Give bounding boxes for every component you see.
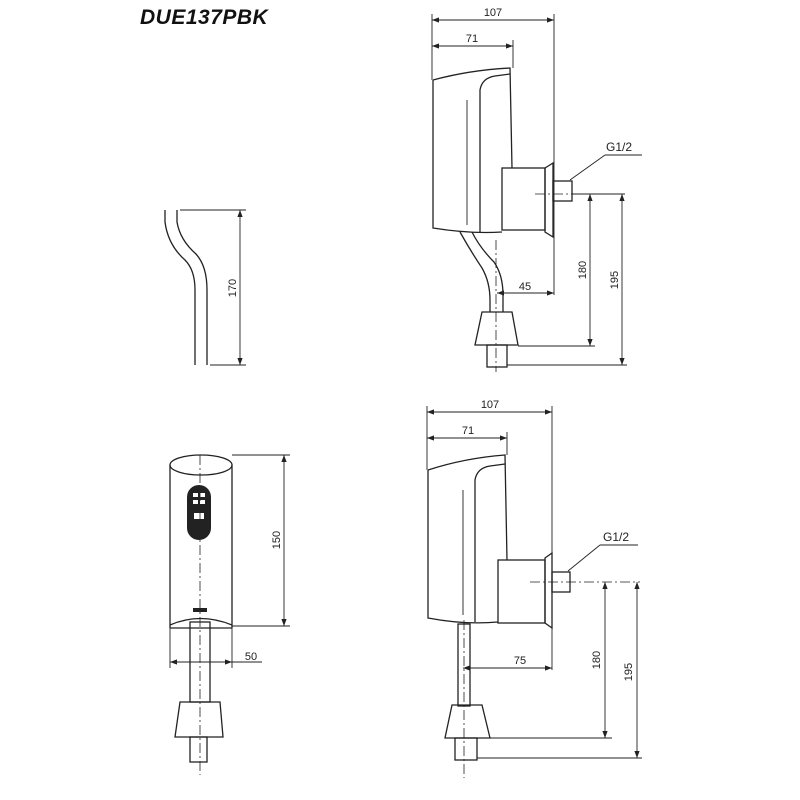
sensor-window xyxy=(187,485,211,540)
model-title: DUE137PBK xyxy=(140,6,269,29)
dim-180-bottom: 180 xyxy=(591,651,603,669)
dim-107-bottom: 107 xyxy=(481,399,499,411)
dim-170: 170 xyxy=(227,279,239,297)
thread-label-bottom: G1/2 xyxy=(603,530,629,544)
thread-label-top: G1/2 xyxy=(606,140,632,154)
dim-107-top: 107 xyxy=(484,7,502,19)
dim-195-top: 195 xyxy=(609,271,621,289)
bottom-front-view xyxy=(169,454,290,775)
dim-50: 50 xyxy=(245,651,257,663)
bottom-side-view xyxy=(426,406,642,778)
top-side-view xyxy=(431,14,642,372)
dim-71-top: 71 xyxy=(466,33,478,45)
dim-150: 150 xyxy=(271,531,283,549)
dim-180-top: 180 xyxy=(577,261,589,279)
dim-45-top: 45 xyxy=(519,281,531,293)
top-front-view xyxy=(164,209,246,366)
dim-75-bottom: 75 xyxy=(514,655,526,667)
dim-71-bottom: 71 xyxy=(462,425,474,437)
dim-195-bottom: 195 xyxy=(623,663,635,681)
